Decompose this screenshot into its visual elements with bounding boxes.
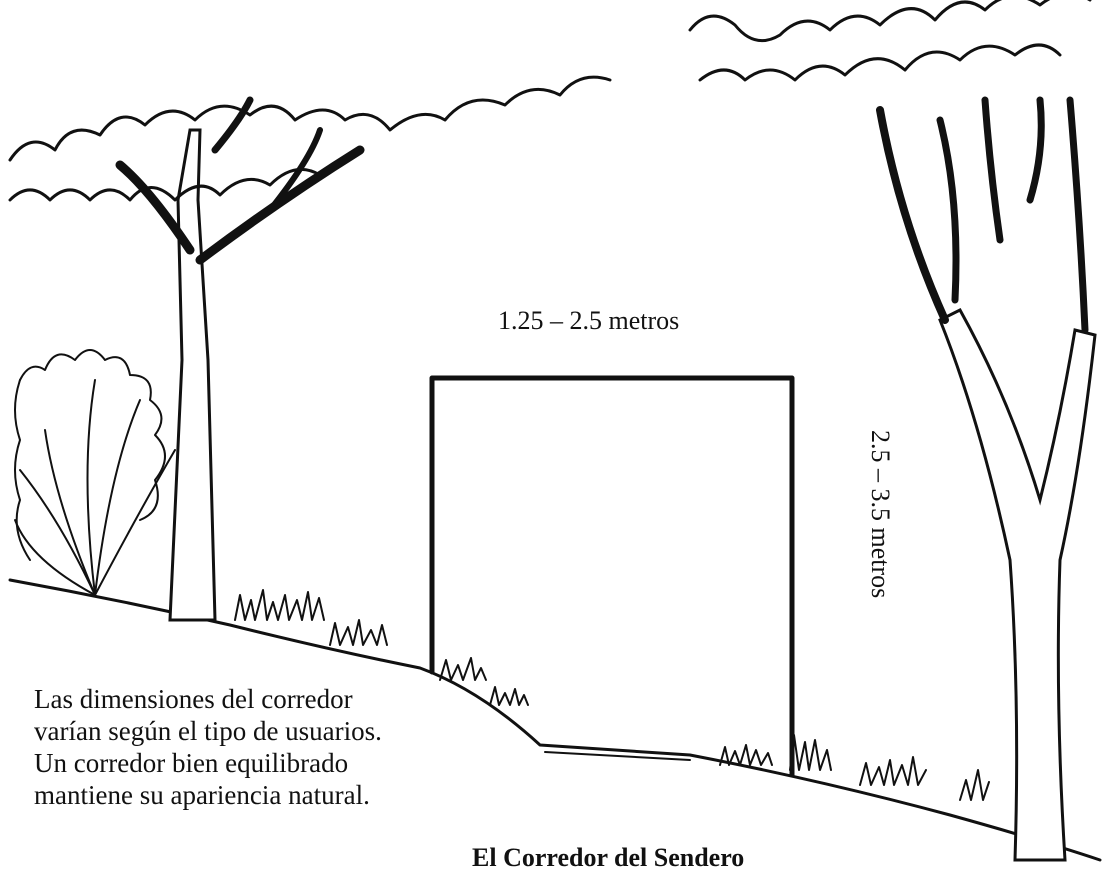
caption-line: Un corredor bien equilibrado bbox=[34, 748, 349, 778]
grass-tufts bbox=[234, 589, 990, 801]
caption-line: mantiene su apariencia natural. bbox=[34, 780, 370, 810]
shrub-left bbox=[14, 349, 176, 596]
corridor-frame bbox=[429, 375, 795, 778]
caption-line: Las dimensiones del corredor bbox=[34, 684, 353, 714]
corridor-width-label: 1.25 – 2.5 metros bbox=[498, 306, 680, 335]
caption-text: Las dimensiones del corredor varían segú… bbox=[34, 683, 382, 811]
corridor-height-label: 2.5 – 3.5 metros bbox=[866, 430, 895, 599]
caption-line: varían según el tipo de usuarios. bbox=[34, 716, 382, 746]
tree-left bbox=[8, 75, 612, 622]
trail-tread bbox=[544, 751, 691, 761]
diagram-title: El Corredor del Sendero bbox=[472, 843, 745, 872]
tree-right bbox=[688, 0, 1097, 862]
